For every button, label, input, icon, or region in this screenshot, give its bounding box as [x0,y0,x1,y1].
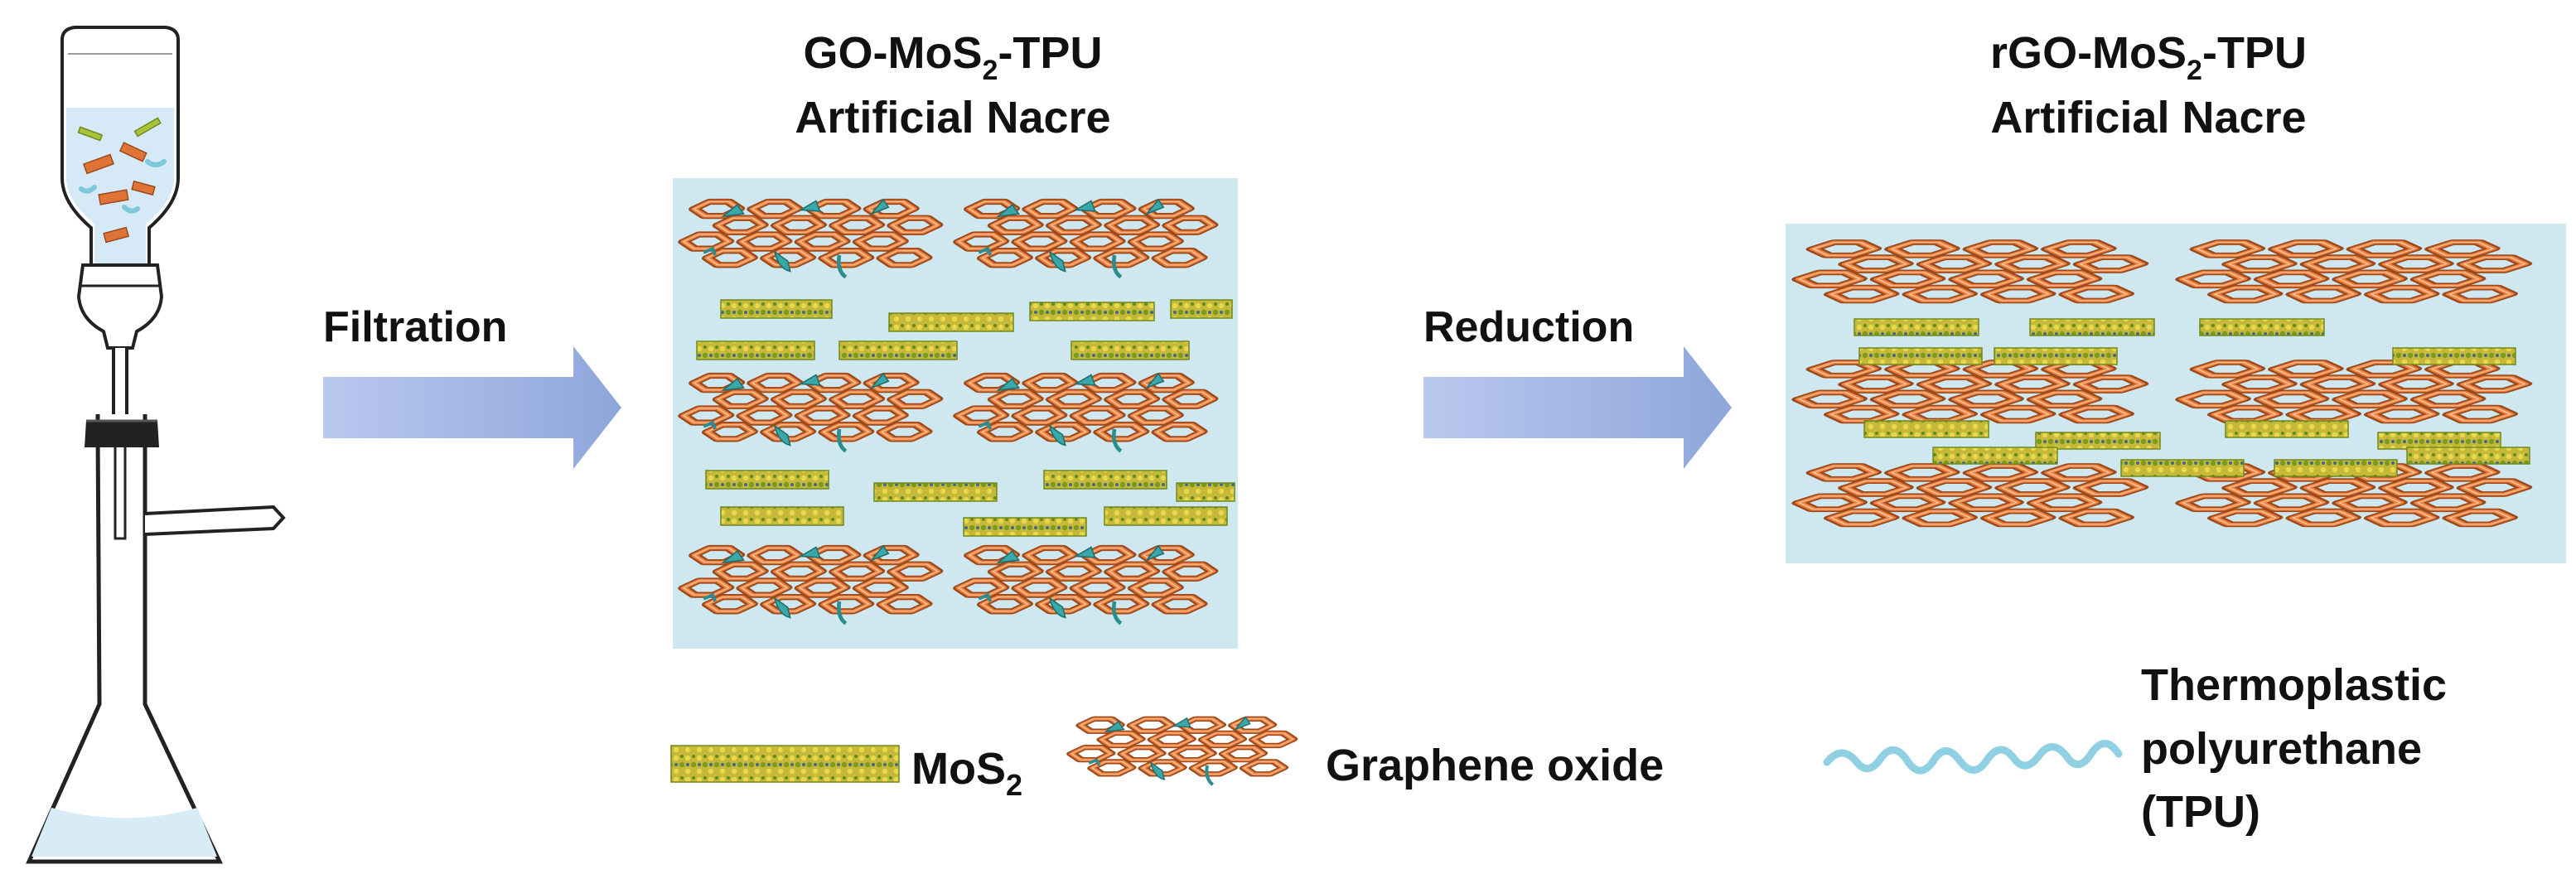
rgo-panel-title: rGO-MoS2-TPU [1990,28,2307,86]
reduction-label: Reduction [1423,303,1634,351]
go-panel: GO-MoS2-TPU Artificial Nacre [673,28,1238,649]
legend-graphene-label: Graphene oxide [1326,741,1664,790]
filtration-funnel-icon [60,26,180,424]
legend: MoS2 Graphene oxide Thermoplastic polyur… [670,660,2447,837]
legend-graphene-oxide: Graphene oxide [1065,717,1664,790]
go-panel-title: GO-MoS2-TPU [804,28,1103,86]
filter-flask-icon [26,414,286,864]
filtration-arrow-icon [323,346,621,469]
legend-tpu-label-line1: Thermoplastic [2141,660,2447,710]
mos2-layers [1853,318,2530,477]
rgo-panel-subtitle: Artificial Nacre [1990,93,2306,142]
tpu-chain-icon [1823,740,2123,775]
filtration-label: Filtration [323,303,507,351]
legend-tpu: Thermoplastic polyurethane (TPU) [1823,660,2447,837]
filtration-step: Filtration [323,303,621,469]
rgo-panel: rGO-MoS2-TPU Artificial Nacre [1786,28,2566,563]
legend-tpu-label-line2: polyurethane [2141,724,2422,774]
reduction-step: Reduction [1423,303,1732,469]
mos2-layer-icon [670,745,900,783]
mos2-layers [696,299,1235,537]
legend-mos2: MoS2 [670,744,1022,802]
filtration-apparatus [26,26,286,864]
reduction-arrow-icon [1423,346,1732,469]
graphene-oxide-sheet-icon [1065,717,1299,785]
legend-tpu-label-line3: (TPU) [2141,787,2260,837]
go-panel-subtitle: Artificial Nacre [795,93,1110,142]
legend-mos2-label: MoS2 [911,744,1022,802]
